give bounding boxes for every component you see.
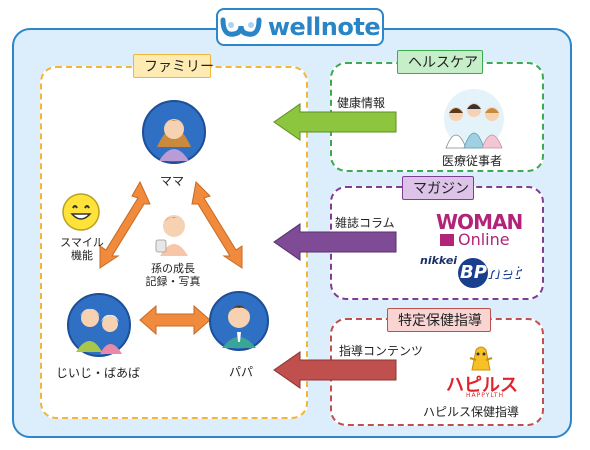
hapilus-mascot-icon bbox=[469, 346, 493, 371]
hapilus-logo-sub: HAPPYLTH bbox=[466, 392, 505, 399]
woman-logo-text: WOMAN bbox=[436, 210, 523, 234]
grandparents-label: じいじ・ばあば bbox=[56, 366, 141, 380]
papa-label: パパ bbox=[229, 365, 254, 379]
magazine-tag: マガジン bbox=[402, 176, 474, 200]
mama-grandparents-arrow bbox=[99, 180, 151, 269]
smile-function-text: スマイル 機能 bbox=[60, 236, 104, 262]
grandparents-papa-arrow bbox=[139, 304, 211, 336]
medical-staff-icon bbox=[444, 89, 504, 149]
baby-icon bbox=[155, 215, 188, 256]
bpnet-text: BPnet bbox=[460, 262, 521, 283]
health-info-arrow bbox=[273, 103, 397, 141]
hapilus-guidance-label: ハピルス保健指導 bbox=[423, 405, 520, 419]
smile-icon[interactable] bbox=[61, 192, 101, 232]
magazine-arrow bbox=[273, 223, 397, 261]
wellnote-logo-icon bbox=[220, 17, 262, 37]
wellnote-logo-text: wellnote bbox=[267, 13, 381, 41]
hapilus-logo-text[interactable]: ハピルス bbox=[446, 375, 518, 396]
woman-logo-sub: Online bbox=[458, 230, 510, 249]
smile-function-label: スマイル 機能 bbox=[52, 236, 112, 262]
mama-avatar[interactable] bbox=[141, 99, 207, 165]
woman-logo-box-icon bbox=[440, 234, 454, 246]
health-info-label: 健康情報 bbox=[337, 96, 386, 110]
woman-online-logo[interactable]: WOMAN Online bbox=[436, 210, 526, 250]
guidance-arrow bbox=[273, 351, 397, 389]
magazine-column-label: 雑誌コラム bbox=[335, 216, 395, 230]
nikkei-text: nikkei bbox=[420, 254, 458, 267]
guidance-tag: 特定保健指導 bbox=[387, 308, 491, 332]
nikkei-bpnet-logo[interactable]: nikkei BPnet bbox=[418, 252, 528, 288]
wellnote-logo[interactable]: wellnote bbox=[216, 8, 384, 46]
medical-staff-label: 医療従事者 bbox=[442, 154, 503, 168]
baby-growth-text: 孫の成長 記録・写真 bbox=[145, 262, 201, 288]
baby-growth-label: 孫の成長 記録・写真 bbox=[138, 262, 208, 288]
bp-circle-icon bbox=[458, 258, 488, 288]
healthcare-tag: ヘルスケア bbox=[397, 50, 483, 74]
papa-avatar[interactable] bbox=[208, 290, 270, 352]
guidance-content-label: 指導コンテンツ bbox=[339, 344, 424, 358]
mama-papa-arrow bbox=[191, 180, 243, 269]
family-section bbox=[40, 66, 308, 419]
family-tag: ファミリー bbox=[133, 54, 214, 78]
mama-label: ママ bbox=[160, 174, 185, 188]
grandparents-avatar[interactable] bbox=[66, 292, 132, 358]
